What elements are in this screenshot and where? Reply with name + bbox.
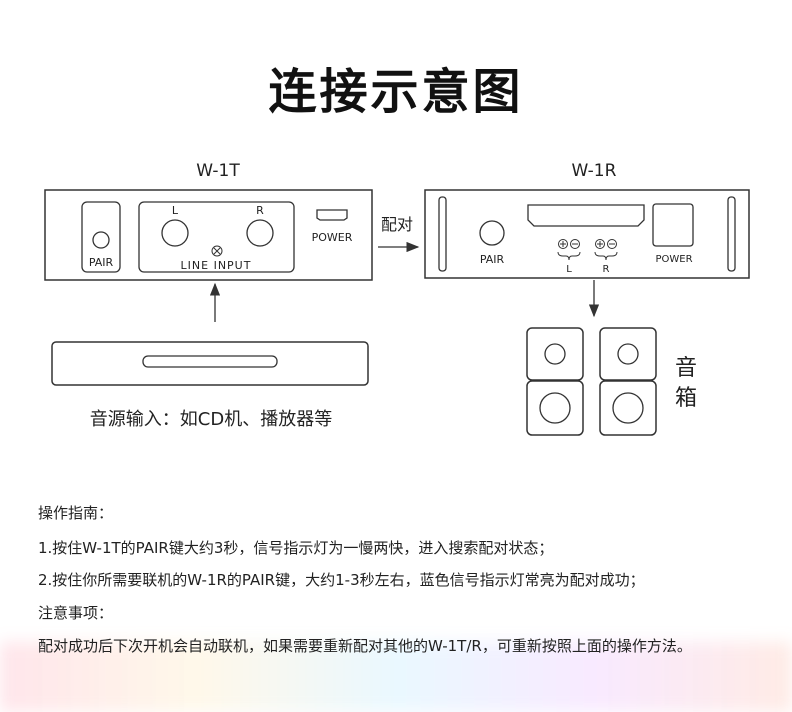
transmitter-panel bbox=[44, 189, 373, 281]
receiver-left-rail bbox=[438, 196, 447, 272]
pair-arrow-label: 配对 bbox=[381, 215, 413, 234]
receiver-pair-label: PAIR bbox=[480, 253, 505, 266]
notes-heading: 注意事项： bbox=[38, 604, 114, 622]
instruction-step-2: 2.按住你所需要联机的W-1R的PAIR键，大约1-3秒左右，蓝色信号指示灯常亮… bbox=[38, 571, 645, 589]
transmitter-pair-frame bbox=[81, 201, 121, 273]
speaker-terminal-icons bbox=[557, 239, 618, 261]
receiver-left-label: L bbox=[566, 264, 572, 275]
speakers-label-1: 音 bbox=[675, 356, 697, 381]
line-input-frame bbox=[138, 201, 295, 273]
decorative-gradient bbox=[0, 642, 792, 712]
audio-source-device bbox=[51, 341, 369, 386]
instruction-step-1: 1.按住W-1T的PAIR键大约3秒，信号指示灯为一慢两快，进入搜索配对状态； bbox=[38, 539, 554, 557]
disc-slot bbox=[142, 355, 278, 368]
receiver-name: W-1R bbox=[572, 161, 617, 181]
receiver-power-label: POWER bbox=[655, 254, 692, 265]
receiver-display-slot bbox=[527, 204, 645, 227]
receiver-power-button bbox=[652, 203, 694, 247]
transmitter-power-label: POWER bbox=[312, 231, 353, 244]
receiver-panel bbox=[424, 189, 750, 279]
line-input-left-label: L bbox=[172, 204, 179, 217]
receiver-pair-button bbox=[479, 220, 505, 246]
transmitter-pair-label: PAIR bbox=[89, 256, 114, 269]
ground-screw-icon bbox=[211, 245, 223, 257]
usb-port-icon bbox=[316, 209, 348, 221]
transmitter-pair-button bbox=[92, 231, 110, 249]
notes-text: 配对成功后下次开机会自动联机，如果需要重新配对其他的W-1T/R，可重新按照上面… bbox=[38, 637, 692, 655]
audio-source-label: 音源输入：如CD机、播放器等 bbox=[90, 409, 332, 430]
receiver-right-label: R bbox=[603, 264, 610, 275]
left-speaker bbox=[526, 327, 584, 436]
line-input-left-jack bbox=[161, 219, 189, 247]
line-input-label: LINE INPUT bbox=[181, 259, 252, 272]
receiver-right-rail bbox=[727, 196, 736, 272]
transmitter-name: W-1T bbox=[196, 161, 240, 181]
page-title: 连接示意图 bbox=[268, 64, 524, 120]
line-input-right-label: R bbox=[256, 204, 264, 217]
right-speaker bbox=[599, 327, 657, 436]
line-input-right-jack bbox=[246, 219, 274, 247]
speakers-label-2: 箱 bbox=[675, 386, 697, 411]
instructions-heading: 操作指南： bbox=[38, 504, 114, 522]
